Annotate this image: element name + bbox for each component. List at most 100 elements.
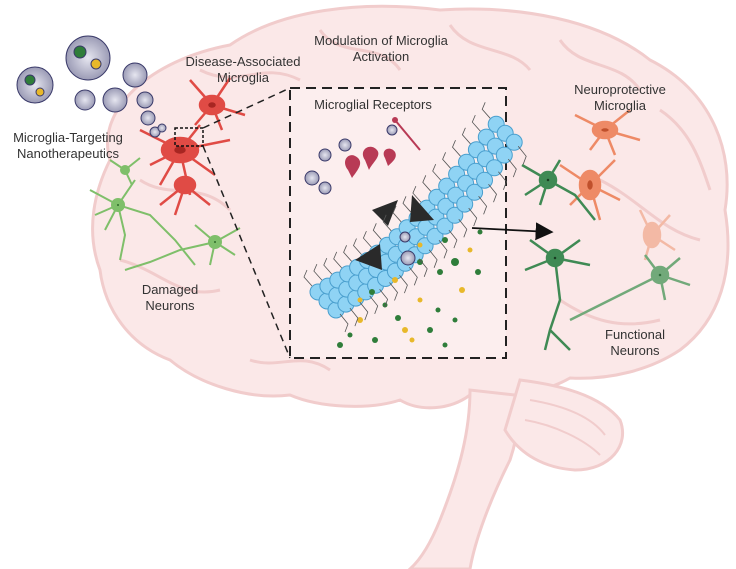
pale-microglia: [638, 209, 676, 261]
lipid-tail: [442, 152, 451, 169]
released-particle: [417, 242, 423, 248]
released-particle: [395, 315, 401, 321]
lipid-tail: [389, 282, 398, 301]
label-nanotherapeutics: Microglia-Targeting Nanotherapeutics: [2, 130, 134, 162]
released-particle: [435, 307, 441, 313]
functional-neuron-3: [569, 254, 691, 322]
protective-microglia-1: [574, 109, 641, 156]
label-nano-line-1: Microglia-Targeting: [13, 130, 123, 145]
label-neuroprotective-line-2: Microglia: [593, 98, 646, 113]
label-damaged-line-1: Damaged: [141, 282, 199, 297]
zoom-line-bottom: [202, 145, 291, 359]
lipid-tail: [468, 207, 478, 227]
label-modulation-line-2: Activation: [352, 49, 410, 64]
zoom-source-box: [174, 127, 204, 147]
lipid-tail: [418, 258, 428, 277]
label-modulation-line-1: Modulation of Microglia: [314, 33, 448, 48]
released-particle: [409, 337, 415, 343]
label-nano-line-2: Nanotherapeutics: [17, 146, 119, 161]
label-damaged: Damaged Neurons: [130, 282, 210, 314]
lipid-tail: [408, 267, 418, 286]
lipid-tail: [452, 140, 461, 157]
lipid-tail: [478, 196, 488, 215]
label-receptors: Microglial Receptors: [298, 97, 448, 113]
damaged-neuron-2: [124, 224, 241, 271]
disease-microglia-2: [189, 77, 246, 131]
lipid-tail: [303, 269, 313, 287]
lipid-tail: [382, 214, 392, 232]
released-particle: [452, 317, 458, 323]
lipid-tail: [379, 289, 389, 308]
disease-microglia-3: [159, 175, 211, 216]
lipid-tail: [372, 223, 382, 240]
released-particle: [357, 297, 363, 303]
released-particle: [357, 317, 363, 323]
label-disease-associated: Disease-Associated Microglia: [178, 54, 308, 86]
lipid-tail: [369, 295, 379, 315]
lipid-tail: [412, 185, 422, 203]
receptor-icon: [345, 117, 421, 178]
lipid-tail: [392, 205, 402, 223]
released-particle: [392, 277, 398, 283]
receptor-zoom-box: [289, 87, 507, 359]
protective-microglia-2: [559, 159, 621, 221]
lipid-tail: [488, 183, 497, 203]
lipid-tail: [313, 263, 323, 281]
activation-arrow: [471, 222, 554, 241]
released-particle: [417, 259, 423, 265]
arrow-icon-group: [355, 195, 434, 270]
brain-outline: [91, 4, 730, 569]
label-functional-line-1: Functional: [605, 327, 665, 342]
lipid-tail: [461, 127, 471, 145]
label-functional: Functional Neurons: [580, 327, 690, 359]
lipid-tail: [323, 257, 333, 275]
released-particle: [347, 332, 353, 338]
released-particle: [369, 289, 375, 295]
damaged-neuron-3: [109, 157, 141, 186]
lipid-tail: [353, 238, 362, 255]
zoom-line-top: [202, 87, 291, 129]
released-particle: [467, 247, 473, 253]
lipid-tail: [349, 307, 359, 327]
label-neuroprotective-line-1: Neuroprotective: [574, 82, 666, 97]
lipid-tail: [399, 274, 408, 294]
label-receptors-line-1: Microglial Receptors: [314, 97, 432, 112]
lipid-tails: [303, 102, 527, 333]
lipid-tail: [481, 102, 491, 119]
lipid-tail: [362, 230, 372, 248]
released-particle: [337, 342, 343, 348]
nanoparticle-cluster: [16, 35, 167, 138]
released-particle: [475, 269, 481, 275]
released-particle: [442, 342, 448, 348]
released-particle: [372, 337, 378, 343]
label-neuroprotective: Neuroprotective Microglia: [560, 82, 680, 114]
released-particle: [477, 229, 483, 235]
functional-neuron-2: [524, 238, 591, 351]
lipid-tail: [343, 245, 352, 262]
label-disease-line-2: Microglia: [216, 70, 269, 85]
lipid-tail: [507, 158, 517, 178]
damaged-neuron-1: [89, 179, 196, 266]
released-particle: [427, 327, 433, 333]
lipid-tail: [471, 114, 481, 132]
lipid-tail: [448, 229, 458, 249]
lipid-tail: [402, 196, 412, 213]
released-particle: [451, 258, 459, 266]
label-modulation: Modulation of Microglia Activation: [306, 33, 456, 65]
released-particle: [442, 237, 448, 243]
label-functional-line-2: Neurons: [610, 343, 660, 358]
receptor-nanoparticles: [304, 124, 416, 266]
lipid-tail: [432, 163, 441, 181]
lipid-tail: [422, 175, 432, 192]
lipid-tail: [438, 240, 448, 259]
lipid-tail: [517, 146, 527, 165]
disease-microglia-1: [139, 124, 231, 196]
lipid-tail: [359, 301, 369, 321]
lipid-tail: [428, 249, 438, 268]
released-particle: [402, 327, 408, 333]
lipid-tail: [458, 219, 468, 238]
released-particles: [337, 229, 483, 348]
label-disease-line-1: Disease-Associated: [185, 54, 301, 69]
released-particle: [459, 287, 465, 293]
